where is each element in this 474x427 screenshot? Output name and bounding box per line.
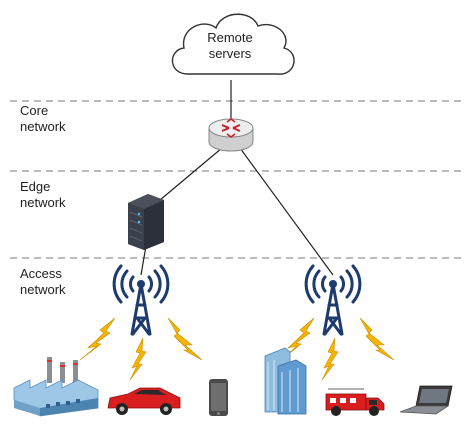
access-network-label: Access network — [20, 266, 66, 298]
core-label-line1: Core — [20, 103, 49, 118]
cloud-icon — [171, 13, 295, 75]
buildings-icon — [264, 347, 307, 415]
factory-icon — [13, 357, 99, 417]
router-icon — [208, 118, 254, 152]
edge-label-line1: Edge — [20, 179, 51, 194]
link-router-server — [159, 147, 223, 201]
server-icon — [128, 194, 164, 250]
tower-icon — [112, 264, 170, 336]
access-label-line2: network — [20, 282, 66, 297]
phone-icon — [209, 379, 228, 416]
cloud-label: Remote servers — [188, 30, 272, 62]
tower-icon — [304, 264, 362, 336]
core-network-label: Core network — [20, 103, 66, 135]
link-router-tower2 — [239, 147, 334, 276]
fire-truck-icon — [325, 388, 385, 416]
links — [140, 80, 334, 276]
laptop-icon — [399, 385, 453, 415]
edge-network-label: Edge network — [20, 179, 66, 211]
core-label-line2: network — [20, 119, 66, 134]
lightning-icon — [79, 317, 395, 381]
layer-separators — [10, 100, 465, 259]
access-label-line1: Access — [20, 266, 62, 281]
car-icon — [107, 387, 181, 415]
cloud-label-line1: Remote — [207, 30, 253, 45]
edge-label-line2: network — [20, 195, 66, 210]
link-server-tower1 — [140, 245, 147, 276]
cloud-label-line2: servers — [208, 46, 252, 61]
